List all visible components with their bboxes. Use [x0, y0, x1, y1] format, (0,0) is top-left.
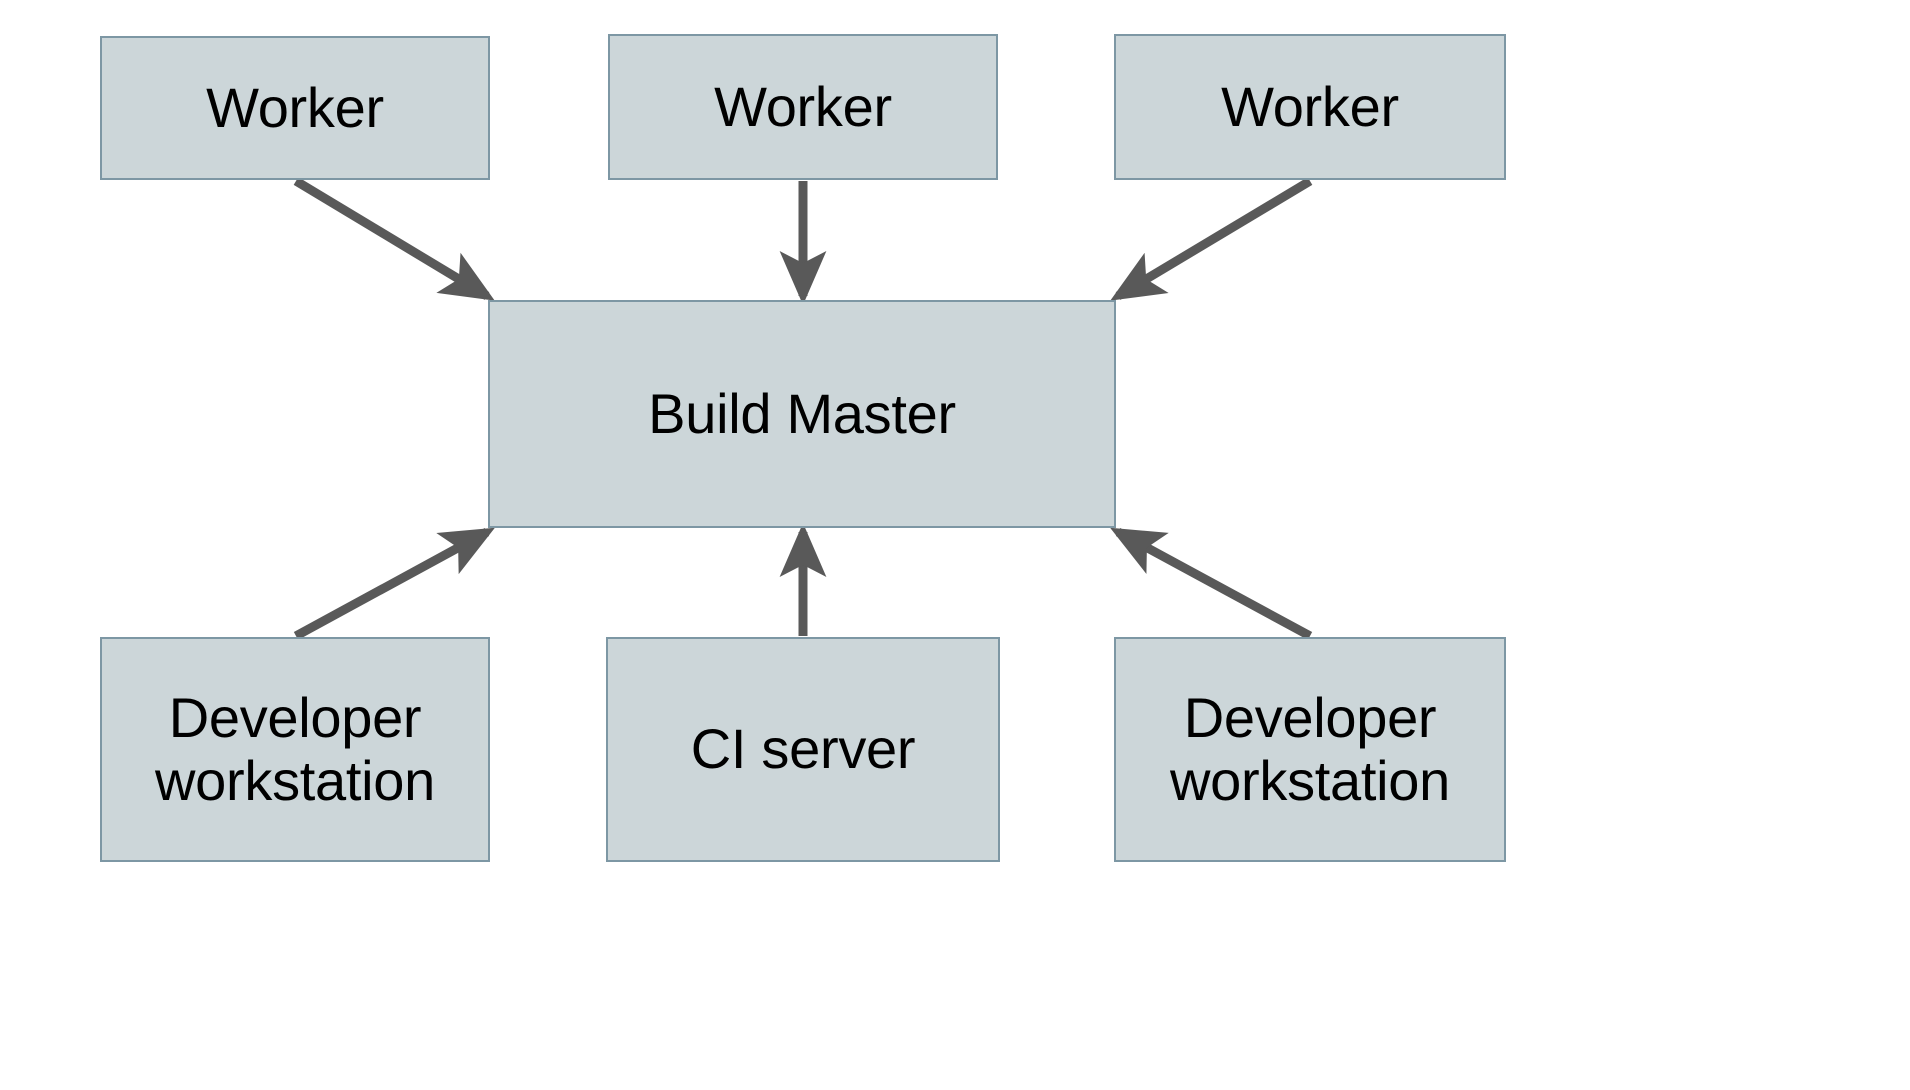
- edge-dev-left-to-master: [293, 527, 495, 640]
- node-developer-workstation-right-label: Developer workstation: [1170, 685, 1450, 812]
- node-build-master[interactable]: Build Master: [488, 300, 1116, 528]
- edge-worker-3-to-master: [1110, 177, 1313, 301]
- node-worker-2-label: Worker: [714, 74, 892, 138]
- node-developer-workstation-left[interactable]: Developer workstation: [100, 637, 490, 862]
- node-worker-3-label: Worker: [1221, 74, 1399, 138]
- node-ci-server-label: CI server: [690, 717, 916, 781]
- edge-worker-1-to-master: [293, 177, 495, 301]
- edge-dev-right-to-master: [1110, 527, 1313, 640]
- node-worker-2[interactable]: Worker: [608, 34, 998, 180]
- node-worker-1[interactable]: Worker: [100, 36, 490, 180]
- node-developer-workstation-right[interactable]: Developer workstation: [1114, 637, 1506, 862]
- node-build-master-label: Build Master: [648, 381, 956, 445]
- node-worker-1-label: Worker: [206, 75, 384, 139]
- node-worker-3[interactable]: Worker: [1114, 34, 1506, 180]
- node-ci-server[interactable]: CI server: [606, 637, 1000, 862]
- node-developer-workstation-left-label: Developer workstation: [155, 685, 435, 812]
